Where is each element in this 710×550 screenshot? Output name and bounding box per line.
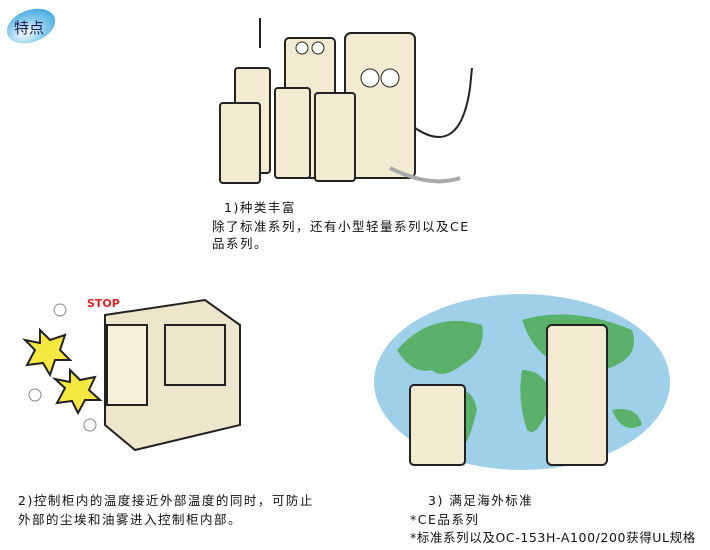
feature3-title: 3) 满足海外标准 <box>428 493 534 508</box>
stop-sign-text: STOP <box>87 297 120 310</box>
feature1-title: 1)种类丰富 <box>224 200 296 215</box>
product-family-illustration <box>219 18 473 184</box>
feature2-line1: 2)控制柜内的温度接近外部温度的同时，可防止 <box>18 493 314 508</box>
feature2-line2: 外部的尘埃和油雾进入控制柜内部。 <box>18 512 243 527</box>
feature1-line2: 品系列。 <box>212 236 269 251</box>
feature1-line1: 除了标准系列，还有小型轻量系列以及CE <box>212 219 470 234</box>
feature3-line2: *标准系列以及OC-153H-A100/200获得UL规格 <box>410 530 696 545</box>
badge-label: 特点 <box>14 19 45 37</box>
cabinet-blocking-dust-illustration: STOP <box>21 297 241 452</box>
world-map-illustration <box>374 294 670 470</box>
feature3-line1: *CE品系列 <box>410 512 480 527</box>
